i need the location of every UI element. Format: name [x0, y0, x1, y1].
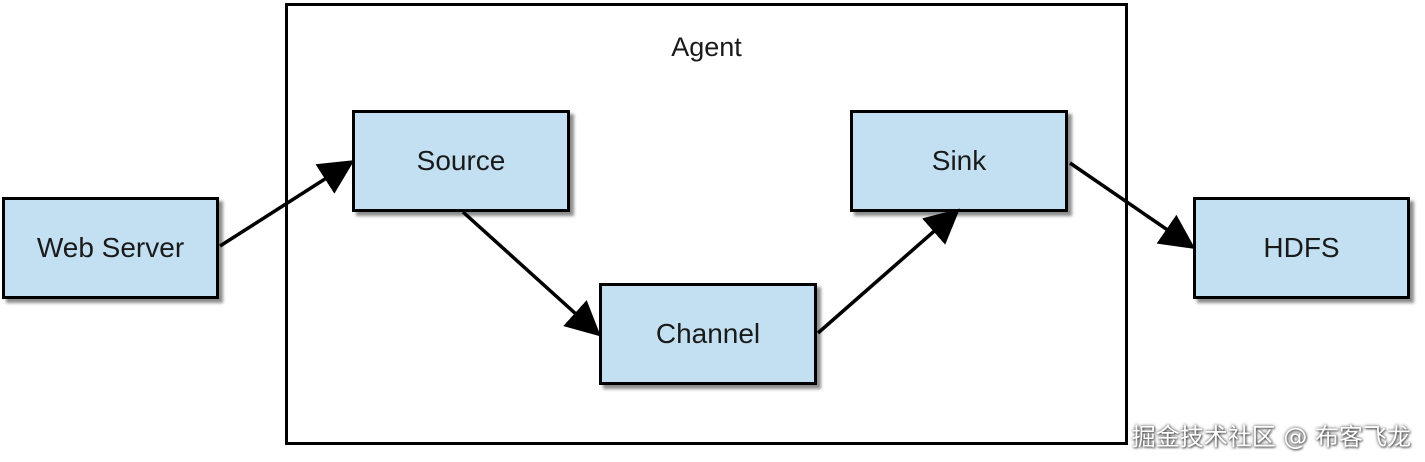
web-server-node: Web Server — [2, 197, 219, 299]
source-node: Source — [352, 110, 570, 212]
agent-label: Agent — [671, 32, 742, 62]
watermark-text: 掘金技术社区 @ 布客飞龙 — [1131, 423, 1411, 451]
hdfs-node: HDFS — [1193, 197, 1410, 299]
sink-node: Sink — [850, 110, 1068, 212]
channel-node: Channel — [599, 283, 817, 385]
